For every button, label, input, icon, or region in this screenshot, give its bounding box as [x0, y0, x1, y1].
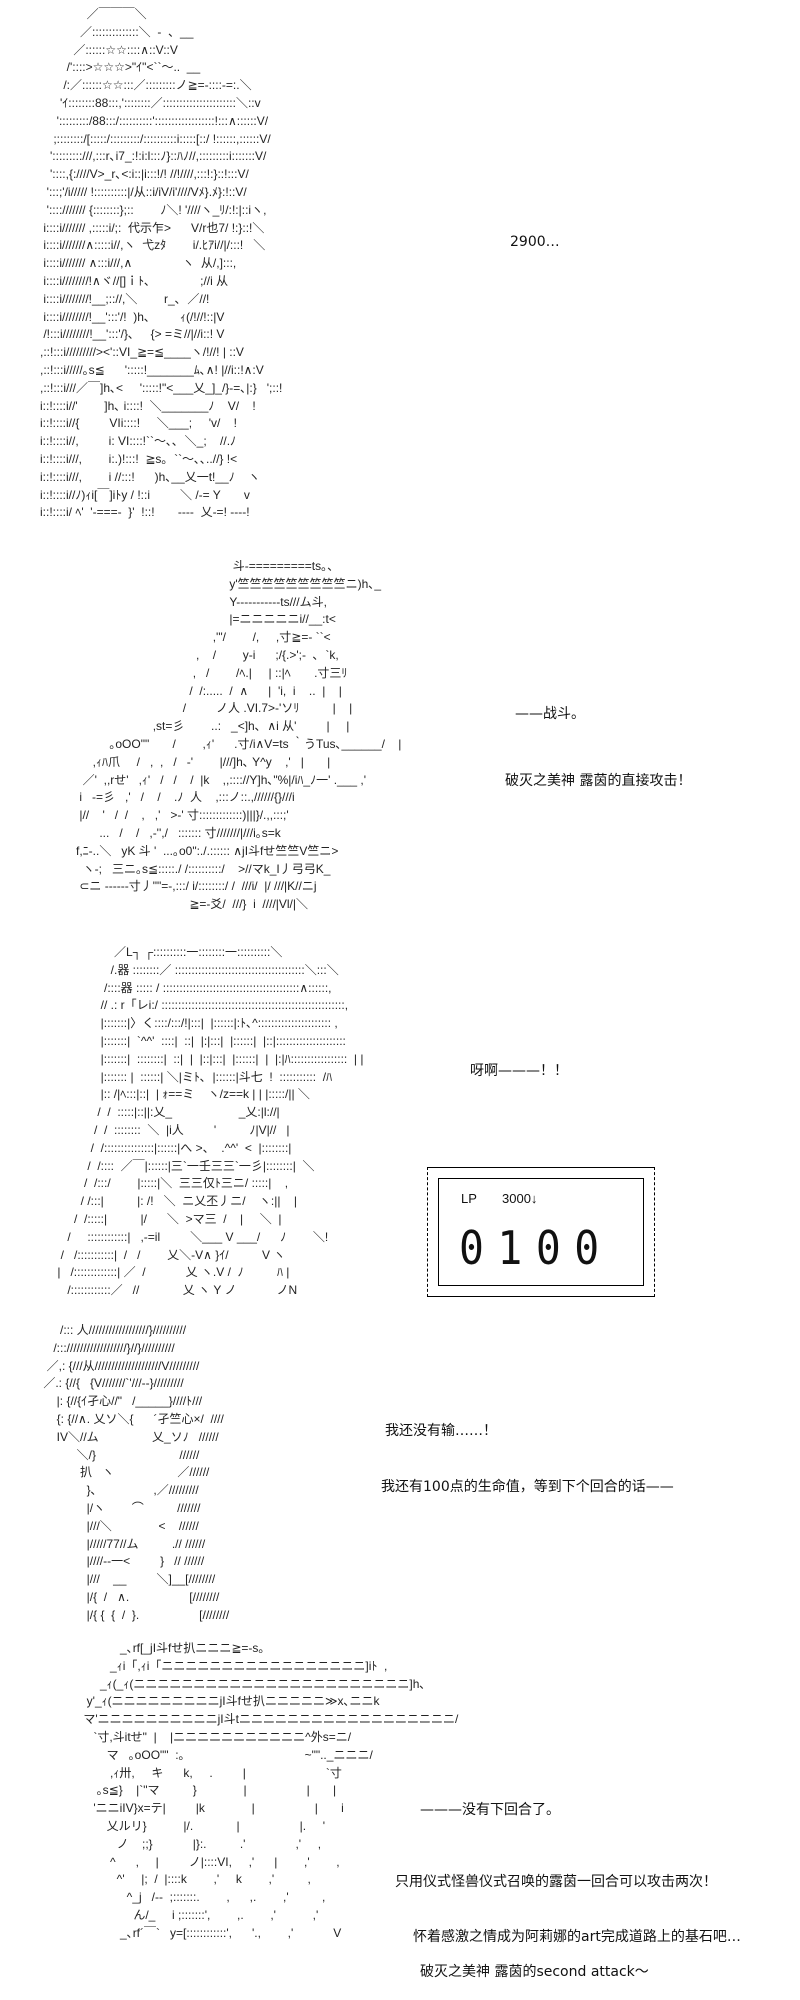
caption-second-attack: 破灭之美神 露茵的second attack～	[420, 1964, 649, 1980]
ascii-art-panel-3: ／L┐ ┌::::::::::一::::::::一::::::::::＼ /.器…	[57, 945, 364, 1298]
life-points-panel: LP 3000↓ 0100	[427, 1167, 655, 1297]
caption-attack-twice: 只用仪式怪兽仪式召唤的露茵一回合可以攻击两次！	[395, 1874, 717, 1890]
lp-current-value: 0100	[459, 1221, 613, 1275]
caption-not-lost: 我还没有输……！	[385, 1423, 497, 1439]
caption-stepping-stone: 怀着感激之情成为阿莉娜的art完成道路上的基石吧…	[413, 1929, 741, 1945]
caption-no-next-turn: ———没有下回合了。	[420, 1802, 560, 1818]
life-points-inner-frame: LP 3000↓ 0100	[438, 1178, 644, 1286]
caption-battle: ——战斗。	[515, 706, 585, 722]
lp-previous-value: 3000↓	[502, 1191, 538, 1206]
ascii-art-panel-5: _､rf[_jI斗fせ扒ニニニ≧=-s｡ _ｨi「,ｨi「ニニニニニニニニニニニ…	[83, 1641, 459, 1940]
caption-lp-drop: 2900…	[510, 234, 560, 250]
ascii-art-panel-2: 斗-=========ts｡、 y'竺竺竺竺竺竺竺竺竺ニ)h､_ Y------…	[76, 559, 402, 912]
ascii-art-panel-4: /::: 人//////////////////}////////// /:::…	[43, 1323, 230, 1622]
caption-scream: 呀啊———！！	[470, 1063, 568, 1079]
lp-label: LP	[461, 1191, 477, 1206]
caption-hundred-points: 我还有100点的生命值，等到下个回合的话——	[381, 1479, 674, 1495]
caption-direct-attack: 破灭之美神 露茵的直接攻击！	[505, 773, 692, 789]
ascii-art-panel-1: ／￣￣￣＼ ／::::::::::::::＼ - 、__ ／::::::☆☆::…	[40, 7, 283, 520]
